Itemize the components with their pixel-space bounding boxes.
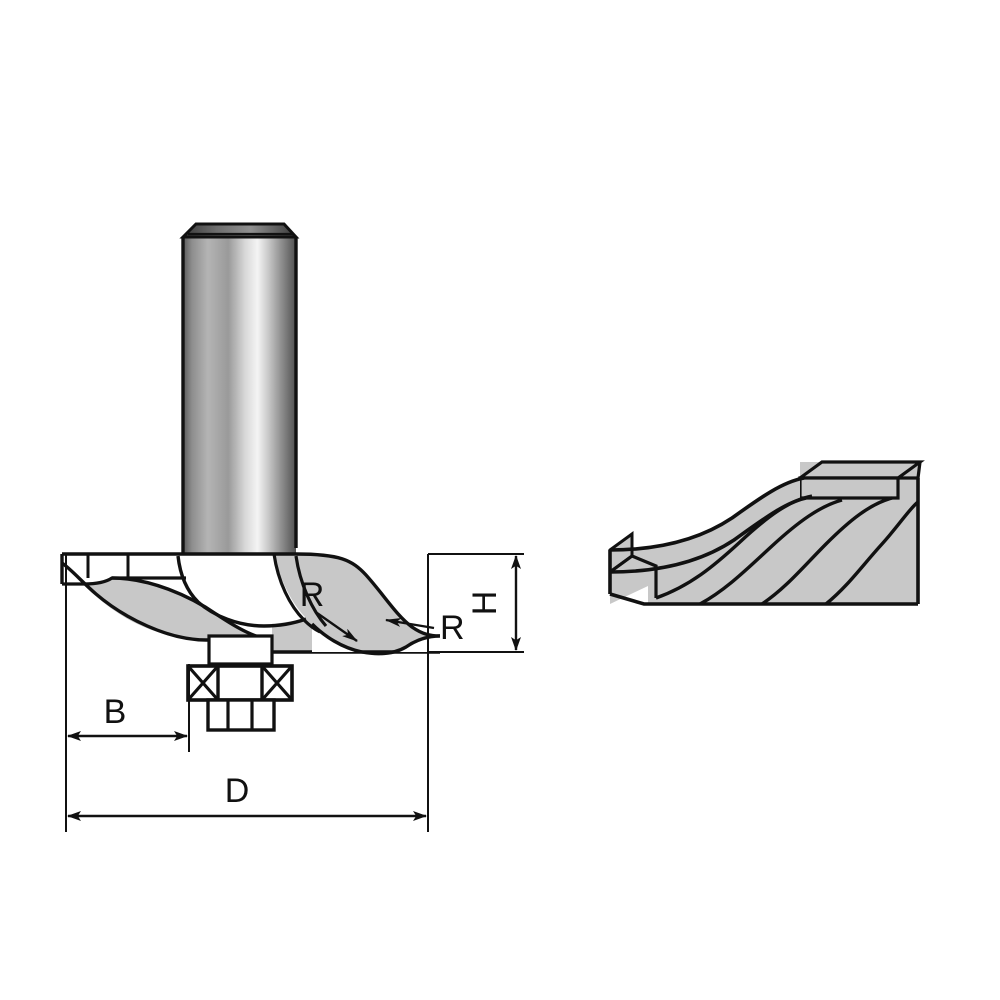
profile-step-front-face bbox=[798, 476, 900, 500]
cutter-edge-face-line-b bbox=[294, 555, 328, 628]
cutter-head bbox=[60, 552, 441, 666]
cutter-center-cavity-fill bbox=[178, 554, 306, 624]
cutter-hub-block bbox=[207, 634, 274, 666]
cutter-outer-bottom-contour bbox=[61, 561, 268, 642]
bearing-retaining-nut bbox=[206, 698, 276, 732]
router-bit-assembly bbox=[60, 222, 441, 732]
dim-label-b: B bbox=[104, 693, 127, 731]
profile-left-chamfer-line bbox=[609, 554, 633, 574]
profile-contour-1 bbox=[655, 494, 813, 600]
wood-profile-sample bbox=[608, 460, 925, 606]
profile-contour-4 bbox=[824, 500, 920, 606]
profile-step-right-edge bbox=[916, 461, 922, 479]
dim-label-r-lower: R bbox=[440, 609, 465, 647]
dimension-annotations: B D H R R bbox=[65, 553, 524, 832]
bearing-cross-right-icon bbox=[260, 664, 294, 702]
leader-line-r-upper bbox=[316, 612, 358, 642]
cutter-ogee-curve bbox=[310, 622, 441, 656]
dim-label-d: D bbox=[225, 772, 250, 810]
profile-contour-2 bbox=[699, 498, 843, 606]
cutter-edge-face-line-a bbox=[272, 553, 321, 634]
shank-body bbox=[183, 237, 296, 555]
profile-top-sweep-fill bbox=[610, 480, 800, 572]
profile-left-inner-edge bbox=[631, 554, 658, 598]
dim-label-r-upper: R bbox=[300, 576, 325, 614]
shank bbox=[179, 222, 300, 555]
bearing-cross-left-icon bbox=[186, 664, 220, 702]
cutter-cavity-outline bbox=[176, 555, 307, 628]
profile-top-edge bbox=[609, 476, 805, 552]
dim-label-h: H bbox=[466, 591, 504, 616]
profile-step-top-face bbox=[795, 460, 925, 480]
leader-line-r-lower bbox=[385, 618, 435, 630]
profile-contour-3 bbox=[761, 496, 893, 606]
guide-bearing bbox=[186, 664, 294, 732]
cutter-top-outline bbox=[62, 552, 441, 638]
